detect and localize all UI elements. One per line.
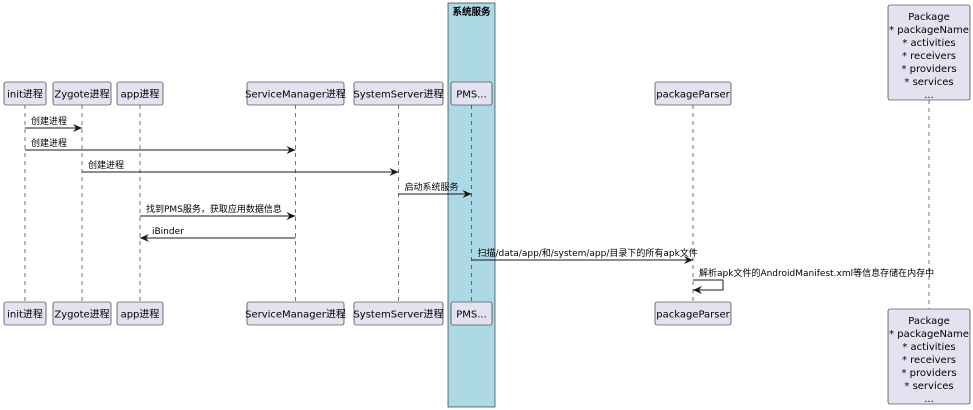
self-message-arrow	[693, 279, 724, 294]
participant-line: * packageName	[889, 25, 969, 36]
participant-box	[887, 308, 971, 405]
participant-parser-bottom: packageParser	[654, 301, 732, 326]
participant-box	[246, 301, 345, 326]
participant-box	[246, 81, 345, 106]
participant-box	[3, 301, 47, 326]
participant-app-top: app进程	[116, 81, 164, 106]
message-label: 启动系统服务	[405, 181, 459, 193]
participant-box	[52, 301, 112, 326]
participant-ss-bottom: SystemServer进程	[353, 301, 444, 326]
participant-box	[52, 81, 112, 106]
participant-box	[450, 81, 493, 106]
participant-label: init进程	[7, 309, 43, 321]
participant-line: * services	[904, 381, 953, 392]
participant-box	[654, 301, 732, 326]
participant-label: packageParser	[656, 310, 730, 321]
participant-app-bottom: app进程	[116, 301, 164, 326]
participant-line: * providers	[901, 64, 956, 75]
participant-label: app进程	[121, 309, 160, 321]
message-4: 启动系统服务	[398, 181, 472, 198]
participant-label: PMS...	[456, 310, 487, 321]
participant-label: Zygote进程	[54, 89, 109, 101]
participant-parser-top: packageParser	[654, 81, 732, 106]
message-label: 解析apk文件的AndroidManifest.xml等信息存储在内存中	[699, 267, 934, 279]
message-7: 扫描/data/app/和/system/app/目录下的所有apk文件	[471, 247, 698, 264]
participant-label: PMS...	[456, 90, 487, 101]
participant-pms-bottom: PMS...	[450, 301, 493, 326]
participant-box	[353, 81, 444, 106]
participant-box	[887, 4, 971, 101]
participant-line: * receivers	[902, 51, 956, 62]
participant-line: * packageName	[889, 329, 969, 340]
participant-line: Package	[908, 316, 949, 327]
participant-line: * services	[904, 77, 953, 88]
participant-sm-top: ServiceManager进程	[245, 81, 346, 106]
participant-label: app进程	[121, 89, 160, 101]
participant-package-top: Package * packageName * activities * receiv…	[887, 4, 971, 101]
participant-zygote-top: Zygote进程	[52, 81, 112, 106]
participant-line: * providers	[901, 368, 956, 379]
participant-line: * activities	[902, 342, 955, 353]
participant-line: ...	[924, 394, 934, 405]
participant-line: * activities	[902, 38, 955, 49]
message-label: 创建进程	[31, 137, 67, 149]
participant-line: Package	[908, 12, 949, 23]
participant-box	[116, 301, 164, 326]
participant-box	[450, 301, 493, 326]
participant-box	[116, 81, 164, 106]
message-8: 解析apk文件的AndroidManifest.xml等信息存储在内存中	[693, 267, 934, 294]
message-label: 创建进程	[31, 115, 67, 127]
participant-box	[353, 301, 444, 326]
participant-label: ServiceManager进程	[245, 89, 346, 101]
participant-line: * receivers	[902, 355, 956, 366]
participant-line: ...	[924, 90, 934, 101]
message-label: iBinder	[152, 227, 184, 237]
message-2: 创建进程	[25, 137, 296, 154]
message-label: 扫描/data/app/和/system/app/目录下的所有apk文件	[478, 247, 698, 259]
participant-label: Zygote进程	[54, 309, 109, 321]
participant-box	[654, 81, 732, 106]
participant-label: init进程	[7, 89, 43, 101]
participant-label: SystemServer进程	[353, 89, 443, 101]
participant-package-bottom: Package * packageName * activities * receiv…	[887, 308, 971, 405]
message-5: 找到PMS服务，获取应用数据信息	[140, 203, 296, 220]
participant-init-bottom: init进程	[3, 301, 47, 326]
participant-pms-top: PMS...	[450, 81, 493, 106]
participant-ss-top: SystemServer进程	[353, 81, 444, 106]
message-label: 创建进程	[88, 159, 124, 171]
message-3: 创建进程	[82, 159, 399, 176]
group-title: 系统服务	[452, 6, 491, 18]
participant-box	[3, 81, 47, 106]
participant-zygote-bottom: Zygote进程	[52, 301, 112, 326]
message-6: iBinder	[140, 227, 296, 242]
participant-sm-bottom: ServiceManager进程	[245, 301, 346, 326]
participant-label: SystemServer进程	[353, 309, 443, 321]
message-label: 找到PMS服务，获取应用数据信息	[146, 203, 282, 215]
participant-label: packageParser	[656, 90, 730, 101]
participant-init-top: init进程	[3, 81, 47, 106]
participant-label: ServiceManager进程	[245, 309, 346, 321]
message-1: 创建进程	[25, 115, 82, 132]
